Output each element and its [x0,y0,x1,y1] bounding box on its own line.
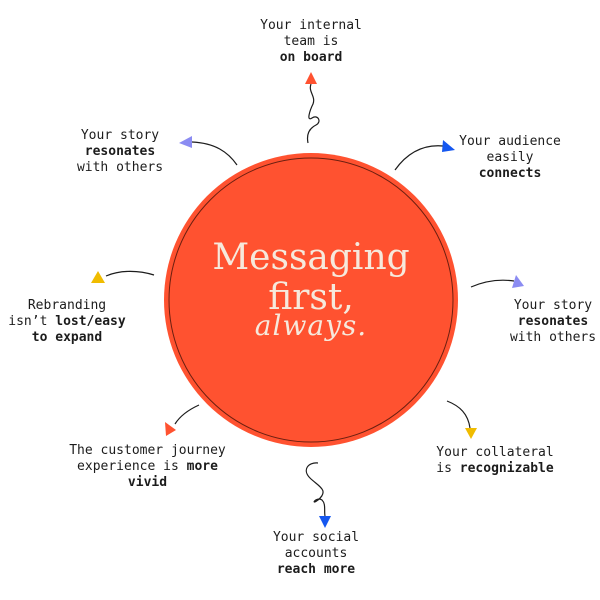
center-circle [164,153,458,447]
arrow-left [91,270,155,283]
arrow-bottom-line [305,462,326,517]
benefit-line-part: isn’t [8,314,56,329]
arrow-bottom-left [165,404,200,436]
benefit-line-bold: connects [478,166,542,181]
benefit-line: accounts [284,546,348,561]
benefit-line-part-bold: lost/easy [55,314,126,329]
arrow-bottom-right [446,400,477,439]
benefit-line: easily [486,150,534,165]
arrow-bottom-left-line [174,404,200,425]
arrow-top-right-line [394,145,444,171]
arrow-top-right [394,140,455,171]
benefit-line: Your story [80,128,160,143]
benefit-line-mixed: is recognizable [420,461,570,477]
benefit-line-part: experience is [77,459,187,474]
arrow-left-line [105,270,155,277]
arrow-top-left-line [191,141,238,166]
benefit-label-bottom-left: The customer journey experience is more … [50,443,245,491]
arrow-right [470,275,524,288]
arrow-bottom [305,462,331,528]
arrow-top-left-head-icon [179,136,192,148]
arrow-top [305,72,320,144]
benefit-line-bold: vivid [127,475,168,490]
arrow-top-right-head-icon [442,140,455,152]
benefit-line: team is [283,34,339,49]
benefit-line-bold: reach more [276,562,356,577]
arrow-top-line [306,83,320,144]
benefit-line-bold: on board [279,50,343,65]
benefit-label-top-right: Your audience easily connects [455,134,565,182]
benefit-line-part-bold: more [186,459,218,474]
center-title-line2: first, [268,277,354,318]
arrow-bottom-left-head-icon [165,422,176,436]
benefit-line-bold: resonates [84,144,156,159]
benefit-line-bold: to expand [31,330,103,345]
benefit-line: with others [509,330,597,345]
benefit-line: Rebranding [27,298,107,313]
benefit-label-top-left: Your story resonates with others [60,128,180,176]
benefit-line: Your collateral [436,445,554,460]
center-title-line1: Messaging [212,237,410,278]
benefit-line-part: is [436,461,460,476]
arrow-top-head-icon [305,72,317,84]
benefit-label-right: Your story resonates with others [498,298,600,346]
arrow-right-head-icon [512,275,524,288]
arrow-right-line [470,279,515,288]
benefit-label-left: Rebranding isn’t lost/easy to expand [0,298,142,346]
benefit-line: Your social [272,530,360,545]
arrow-top-left [179,136,238,166]
arrow-left-head-icon [91,271,105,283]
center-circle-ring [168,157,454,443]
benefit-line: with others [76,160,164,175]
benefit-line: Your internal [260,18,362,33]
benefit-label-bottom-right: Your collateral is recognizable [420,445,570,477]
arrow-bottom-right-line [446,400,471,429]
benefit-line: Your audience [459,134,561,149]
arrow-bottom-head-icon [319,516,331,528]
benefit-line-mixed: isn’t lost/easy [0,314,142,330]
benefit-line-mixed: experience is more [50,459,245,475]
benefit-label-bottom: Your social accounts reach more [246,530,386,578]
benefit-line-bold: resonates [517,314,589,329]
benefit-line-part-bold: recognizable [459,461,554,476]
benefit-line: The customer journey [69,443,226,458]
arrow-bottom-right-head-icon [465,428,477,439]
center-title-line3: always. [254,309,368,342]
benefit-label-top: Your internal team is on board [236,18,386,66]
benefit-line: Your story [513,298,593,313]
